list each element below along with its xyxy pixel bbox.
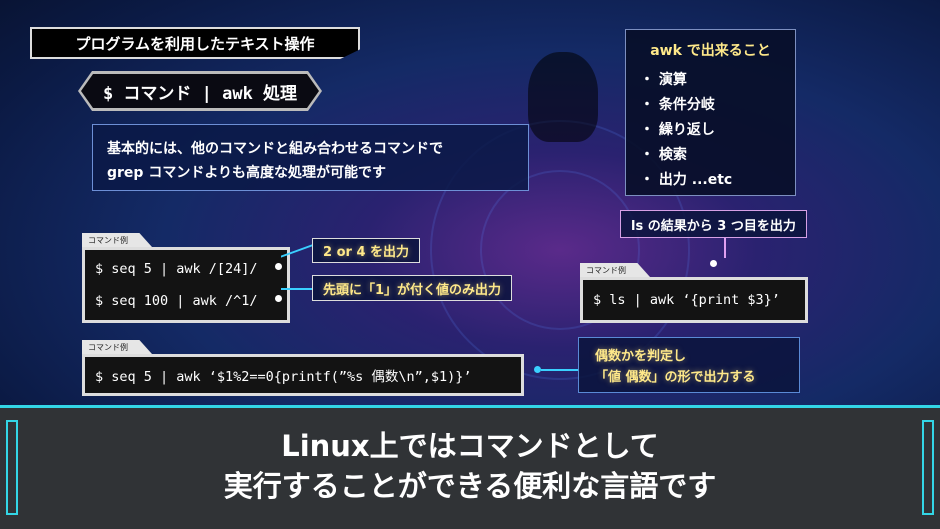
example-1: コマンド例 $ seq 5 | awk /[24]/ $ seq 100 | a… [82,233,290,323]
command-line: $ ls | awk ‘{print $3}’ [593,292,780,308]
connector-dot [710,260,717,267]
banner-text: Linux上ではコマンドとして 実行することができる便利な言語です [0,426,940,506]
heading: $ コマンド | awk 処理 [81,74,319,108]
connector-line [281,288,312,290]
callout-3: ls の結果から 3 つ目を出力 [620,210,807,238]
banner-line: Linux上ではコマンドとして [281,429,659,463]
callout-line: 偶数かを判定し [595,349,687,364]
example-label: コマンド例 [82,340,152,354]
command-line: $ seq 5 | awk /[24]/ [95,261,258,277]
feature-item: ・ 条件分岐 [640,97,715,113]
command-block: $ seq 5 | awk ‘$1%2==0{printf(”%s 偶数\n”,… [82,354,524,396]
banner-line: 実行することができる便利な言語です [223,469,717,503]
awk-features-box: awk で出来ること ・ 演算 ・ 条件分岐 ・ 繰り返し ・ 検索 ・ 出力 … [625,29,796,196]
connector-dot [275,263,282,270]
awk-features-title: awk で出来ること [650,43,771,59]
example-3: コマンド例 $ seq 5 | awk ‘$1%2==0{printf(”%s … [82,340,524,396]
connector-line [541,369,578,371]
title-tag: プログラムを利用したテキスト操作 [30,27,360,59]
callout-1: 2 or 4 を出力 [312,238,421,263]
description-box: 基本的には、他のコマンドと組み合わせるコマンドで grep コマンドよりも高度な… [92,124,529,191]
command-line: $ seq 100 | awk /^1/ [95,293,258,309]
description-line: grep コマンドよりも高度な処理が可能です [107,165,387,181]
description-line: 基本的には、他のコマンドと組み合わせるコマンドで [107,141,443,157]
example-2: コマンド例 $ ls | awk ‘{print $3}’ [580,263,808,323]
linux-penguin-icon [528,52,598,142]
feature-item: ・ 検索 [640,147,687,163]
example-label: コマンド例 [82,233,152,247]
heading-box: $ コマンド | awk 処理 [78,71,322,111]
decor-ring [480,170,640,330]
connector-line [724,238,726,258]
banner-frame-left [6,420,18,515]
callout-2: 先頭に「1」が付く値のみ出力 [312,275,513,301]
callout-line: 「値 偶数」の形で出力する [595,370,756,385]
bottom-banner: Linux上ではコマンドとして 実行することができる便利な言語です [0,405,940,529]
feature-item: ・ 演算 [640,72,687,88]
connector-dot [275,295,282,302]
example-label: コマンド例 [580,263,650,277]
command-block: $ ls | awk ‘{print $3}’ [580,277,808,323]
banner-frame-right [922,420,934,515]
command-block: $ seq 5 | awk /[24]/ $ seq 100 | awk /^1… [82,247,290,323]
connector-dot [534,366,541,373]
callout-4: 偶数かを判定し 「値 偶数」の形で出力する [578,337,800,393]
command-line: $ seq 5 | awk ‘$1%2==0{printf(”%s 偶数\n”,… [95,369,472,385]
feature-item: ・ 出力 ...etc [640,172,733,188]
feature-item: ・ 繰り返し [640,122,715,138]
